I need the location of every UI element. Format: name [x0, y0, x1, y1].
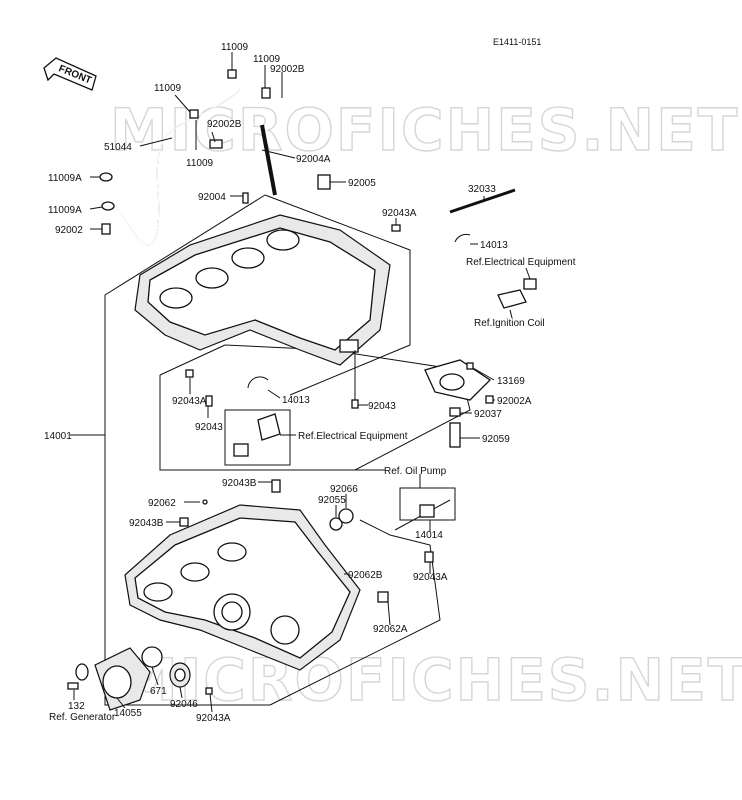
stud-32033	[449, 188, 516, 214]
callout-14013-a: 14013	[480, 240, 508, 251]
watermark-bottom: MICROFICHES.NET	[120, 646, 742, 714]
leader-lines	[70, 52, 531, 713]
callout-ref-generator: Ref. Generator	[49, 712, 116, 723]
callout-92043b-b: 92043B	[129, 518, 164, 529]
callout-92043a-d: 92043A	[196, 713, 231, 724]
callout-92002: 92002	[55, 225, 83, 236]
assembly-frame	[104, 194, 471, 706]
callout-11009-b: 11009	[253, 54, 281, 65]
callout-ref-ignition-coil: Ref.Ignition Coil	[474, 318, 545, 329]
callout-ref-oil-pump: Ref. Oil Pump	[384, 466, 447, 477]
callout-92002b-b: 92002B	[207, 119, 242, 130]
stud-92004a	[260, 124, 277, 196]
callout-14013-b: 14013	[282, 395, 310, 406]
callout-92043a-c: 92043A	[413, 572, 448, 583]
callout-92062a: 92062A	[373, 624, 408, 635]
callout-92062: 92062	[148, 498, 176, 509]
lower-crankcase	[124, 504, 361, 671]
callout-132: 132	[68, 701, 85, 712]
callout-92043-a: 92043	[195, 422, 223, 433]
callout-11009a-a: 11009A	[48, 173, 82, 184]
callout-14055: 14055	[114, 708, 142, 719]
callout-11009-a: 11009	[221, 42, 249, 53]
callout-92002b-a: 92002B	[270, 64, 305, 75]
callout-92046: 92046	[170, 699, 198, 710]
callout-92037: 92037	[474, 409, 502, 420]
callout-92043a-a: 92043A	[382, 208, 417, 219]
callout-11009-d: 11009	[186, 158, 214, 169]
callout-92059: 92059	[482, 434, 510, 445]
watermark-top: MICROFICHES.NET	[110, 96, 739, 164]
diagram-code: E1411-0151	[493, 37, 541, 47]
callout-92066: 92066	[330, 484, 358, 495]
callout-14001: 14001	[44, 431, 72, 442]
callout-92043-b: 92043	[368, 401, 396, 412]
callout-32033: 32033	[468, 184, 496, 195]
callout-92004a: 92004A	[296, 154, 331, 165]
callout-labels: 11009 11009 92002B 11009 92002B 51044 11…	[44, 42, 576, 724]
small-parts	[99, 69, 537, 603]
callout-11009-c: 11009	[154, 83, 182, 94]
callout-14014: 14014	[415, 530, 443, 541]
lower-parts	[67, 646, 213, 711]
front-arrow-icon: FRONT	[43, 57, 97, 91]
callout-671: 671	[150, 686, 167, 697]
callout-92002a: 92002A	[497, 396, 532, 407]
callout-92043a-b: 92043A	[172, 396, 207, 407]
callout-11009a-b: 11009A	[48, 205, 82, 216]
callout-92062b: 92062B	[348, 570, 383, 581]
callout-92004: 92004	[198, 192, 226, 203]
callout-92055: 92055	[318, 495, 346, 506]
callout-ref-electrical-b: Ref.Electrical Equipment	[298, 431, 408, 442]
callout-92005: 92005	[348, 178, 376, 189]
callout-51044: 51044	[104, 142, 132, 153]
callout-13169: 13169	[497, 376, 525, 387]
callout-ref-electrical-a: Ref.Electrical Equipment	[466, 257, 576, 268]
upper-crankcase	[134, 214, 391, 405]
callout-92043b-a: 92043B	[222, 478, 257, 489]
